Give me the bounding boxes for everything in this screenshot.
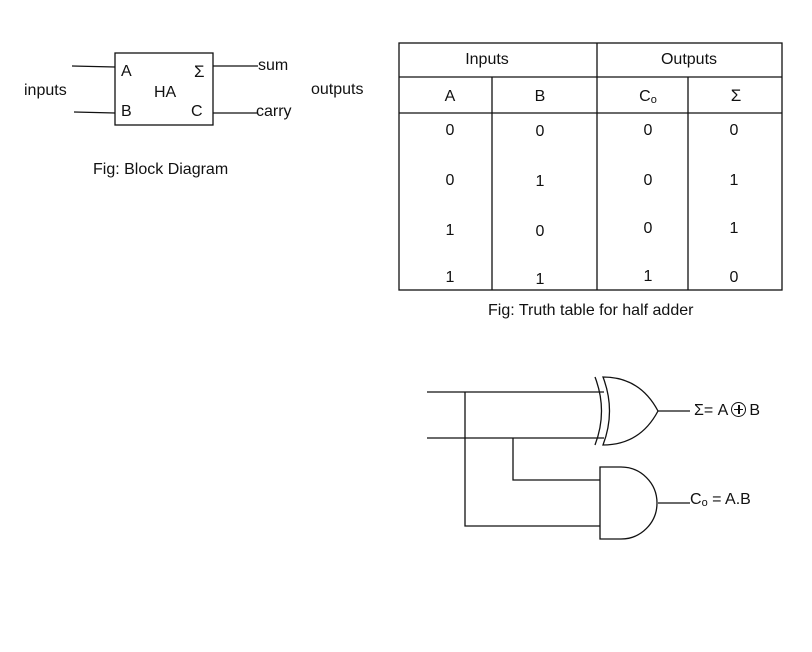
header-inputs: Inputs xyxy=(465,51,509,68)
row-2-co: 0 xyxy=(643,172,653,189)
header-outputs: Outputs xyxy=(660,51,718,68)
truth-table-caption: Fig: Truth table for half adder xyxy=(488,302,694,319)
xor-gate-input-curve xyxy=(594,376,603,446)
header-co-main: C xyxy=(639,88,651,105)
carry-expression-sub: o xyxy=(701,497,708,509)
carry-expression-main: C xyxy=(690,491,702,508)
header-a: A xyxy=(444,88,456,105)
wire-b-to-and xyxy=(512,438,600,481)
half-adder-block xyxy=(114,52,214,126)
input-a-wire xyxy=(71,65,116,68)
input-b-wire xyxy=(73,111,116,114)
header-b: B xyxy=(534,88,546,105)
row-3-sum: 1 xyxy=(729,220,739,237)
sum-expression-right: B xyxy=(749,402,761,419)
sum-label: sum xyxy=(258,57,289,74)
row-4-a: 1 xyxy=(445,269,455,286)
sum-expression: Σ= A B xyxy=(694,402,760,419)
outputs-label: outputs xyxy=(311,81,364,98)
row-3-co: 0 xyxy=(643,220,653,237)
block-label: HA xyxy=(154,84,177,101)
carry-label: carry xyxy=(256,103,292,120)
header-co: Co xyxy=(639,89,657,106)
sum-expression-left: Σ= A xyxy=(694,402,729,419)
header-co-sub: o xyxy=(650,94,657,106)
xor-gate xyxy=(602,376,659,446)
row-2-a: 0 xyxy=(445,172,455,189)
header-sum: Σ xyxy=(730,86,742,105)
row-3-a: 1 xyxy=(445,222,455,239)
truth-table-border xyxy=(398,42,783,291)
and-gate xyxy=(599,466,658,540)
row-1-co: 0 xyxy=(643,122,653,139)
pin-b-label: B xyxy=(121,103,132,120)
row-4-co: 1 xyxy=(643,268,653,285)
row-2-sum: 1 xyxy=(729,172,739,189)
row-1-b: 0 xyxy=(535,123,545,140)
wire-a-to-and xyxy=(464,392,600,527)
row-4-sum: 0 xyxy=(729,269,739,286)
pin-sum-label: Σ xyxy=(194,62,205,81)
block-diagram-caption: Fig: Block Diagram xyxy=(93,161,229,178)
xor-operator-icon xyxy=(731,402,747,417)
row-4-b: 1 xyxy=(535,271,545,288)
pin-a-label: A xyxy=(121,63,132,80)
row-1-sum: 0 xyxy=(729,122,739,139)
row-2-b: 1 xyxy=(535,173,545,190)
row-3-b: 0 xyxy=(535,223,545,240)
carry-expression-rest: = A.B xyxy=(707,491,751,508)
row-1-a: 0 xyxy=(445,122,455,139)
pin-carry-label: C xyxy=(191,103,203,120)
inputs-label: inputs xyxy=(24,82,67,99)
carry-expression: Co = A.B xyxy=(690,492,751,509)
